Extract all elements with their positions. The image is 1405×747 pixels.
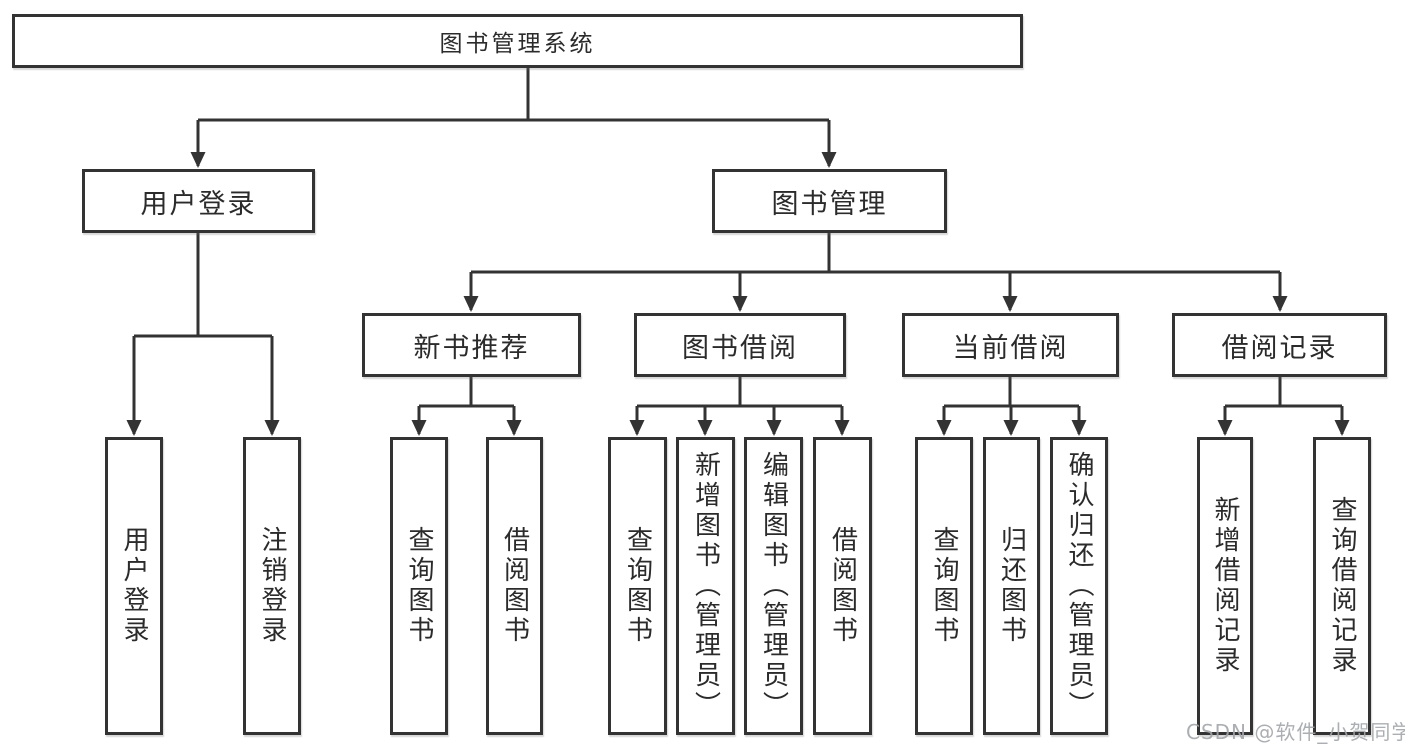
node-library-system: 图书管理系统	[12, 14, 1023, 68]
connector-root-trunk	[198, 68, 829, 122]
node-leaf-borrow-books-recommend: 借阅图书	[486, 437, 543, 735]
connector-book-borrowing-trunk	[637, 377, 842, 408]
connector-user-login-trunk	[134, 233, 272, 338]
node-leaf-add-books-admin: 新增图书（管理员）	[676, 437, 735, 735]
node-user-login: 用户登录	[82, 169, 315, 233]
node-leaf-query-borrow-record: 查询借阅记录	[1313, 437, 1371, 735]
node-borrowing-records: 借阅记录	[1172, 313, 1387, 377]
node-leaf-logout: 注销登录	[243, 437, 301, 735]
node-leaf-add-borrow-record: 新增借阅记录	[1197, 437, 1253, 735]
node-leaf-borrow-books-borrowing: 借阅图书	[813, 437, 872, 735]
connector-book-management-trunk	[471, 233, 1280, 274]
node-current-borrowing: 当前借阅	[902, 313, 1119, 377]
node-leaf-confirm-return-admin: 确认归还（管理员）	[1050, 437, 1108, 735]
node-leaf-return-books: 归还图书	[983, 437, 1040, 735]
node-book-borrowing: 图书借阅	[634, 313, 846, 377]
node-new-book-recommendation: 新书推荐	[362, 313, 581, 377]
connector-borrowing-records-trunk	[1225, 377, 1342, 408]
node-book-management: 图书管理	[712, 169, 947, 233]
node-leaf-query-books-borrowing: 查询图书	[608, 437, 667, 735]
node-leaf-query-books-recommend: 查询图书	[390, 437, 448, 735]
connector-current-borrowing-trunk	[944, 377, 1079, 408]
connector-new-book-trunk	[419, 377, 514, 408]
csdn-watermark: CSDN @软件_小贺同学	[1186, 720, 1405, 744]
node-leaf-user-login: 用户登录	[105, 437, 163, 735]
node-leaf-edit-books-admin: 编辑图书（管理员）	[744, 437, 803, 735]
node-leaf-query-books-current: 查询图书	[915, 437, 973, 735]
